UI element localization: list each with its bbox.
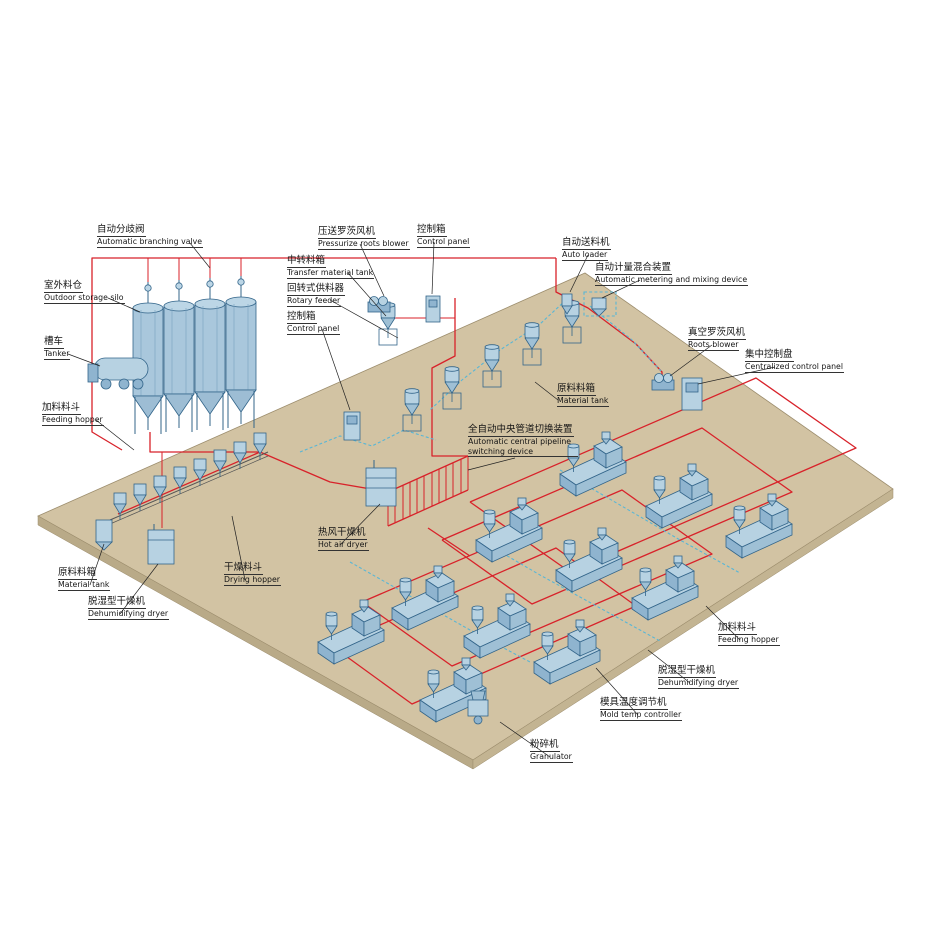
vacuum-roots-blower-unit (651, 373, 675, 391)
dehumidifying-dryer-left-unit (147, 524, 175, 565)
auto-loader-unit (561, 293, 573, 315)
centralized-control-panel-unit (681, 377, 703, 411)
granulator-unit (467, 690, 489, 725)
material-tank-left-unit (95, 519, 113, 551)
pressurize-roots-blower-unit (367, 296, 391, 313)
feeding-hopper-row (109, 432, 269, 525)
control-panel-top-unit (425, 295, 441, 323)
tanker-truck (87, 357, 149, 390)
control-panel-left-unit (343, 411, 361, 441)
hot-air-dryer-unit (365, 460, 397, 507)
metering-mixing-unit (591, 297, 607, 317)
outdoor-storage-silos (132, 275, 257, 435)
